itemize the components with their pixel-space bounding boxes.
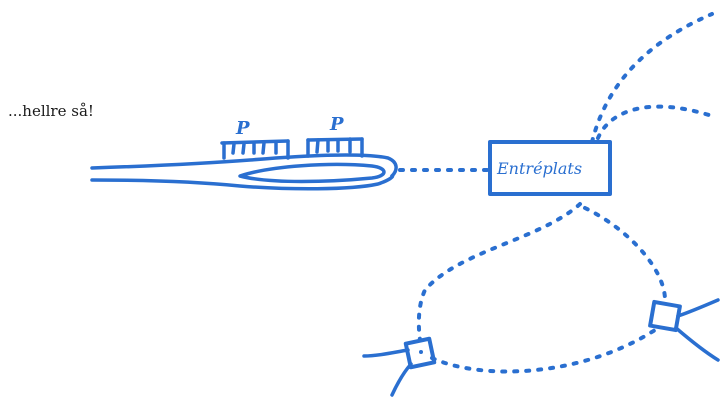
road	[90, 153, 398, 191]
building-lower-left-box	[403, 336, 437, 370]
hub-entreplats: Entréplats	[488, 140, 612, 196]
hub-box	[488, 140, 612, 196]
parking-sign-2: P	[329, 114, 344, 135]
building-lower-left-lines	[362, 348, 413, 397]
building-lower-left-dot	[419, 350, 423, 354]
parking-lot-1: P	[220, 118, 290, 160]
parking-lot-1-stalls	[222, 139, 290, 160]
path-to-lower-left-building	[416, 202, 582, 342]
parking-lot-2: P	[306, 114, 364, 158]
path-upper-right-high	[590, 12, 714, 144]
building-lower-right-lines	[674, 298, 720, 362]
building-lower-right-box	[648, 299, 682, 333]
path-between-buildings	[430, 328, 657, 374]
path-to-lower-right-building	[583, 206, 667, 302]
path-upper-right-low	[596, 104, 714, 140]
parking-lot-2-edge	[306, 137, 364, 142]
parking-lot-2-stalls	[306, 137, 364, 158]
parking-sign-1: P	[235, 118, 250, 139]
building-lower-left	[362, 336, 437, 397]
hub-label: Entréplats	[496, 159, 582, 178]
building-lower-right	[648, 298, 720, 362]
road-outer-bottom	[90, 174, 395, 191]
dotted-paths	[416, 12, 714, 374]
caption-text: ...hellre så!	[8, 102, 94, 120]
road-inner-loop	[238, 162, 386, 184]
road-outer-top	[90, 153, 398, 178]
